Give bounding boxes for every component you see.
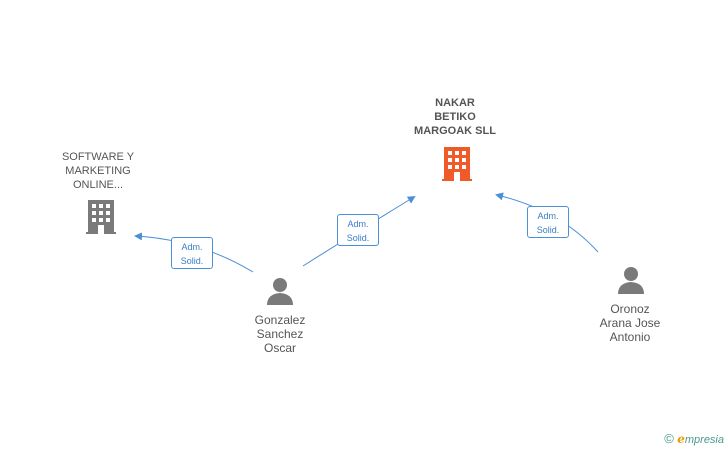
brand-logo: © empresia [664, 431, 724, 446]
company-label-nakar[interactable]: NAKAR BETIKO MARGOAK SLL [400, 96, 510, 138]
person-label-gonzalez[interactable]: Gonzalez Sanchez Oscar [230, 313, 330, 355]
person-icon[interactable] [618, 267, 644, 294]
label-line: Antonio [609, 330, 651, 344]
label-line: ONLINE... [72, 179, 124, 191]
label-line: Oronoz [610, 302, 650, 316]
relation-line: Adm. [537, 211, 559, 221]
label-line: MARKETING [65, 165, 131, 177]
company-label-software[interactable]: SOFTWARE Y MARKETING ONLINE... [48, 150, 148, 192]
relation-line: Solid. [346, 233, 370, 243]
copyright-icon: © [664, 431, 674, 446]
label-line: NAKAR [435, 97, 475, 109]
relation-badge[interactable]: Adm. Solid. [337, 214, 379, 246]
relation-line: Adm. [181, 242, 203, 252]
label-line: Oscar [263, 341, 296, 355]
relation-line: Solid. [536, 225, 560, 235]
label-line: Arana Jose [599, 316, 661, 330]
brand-e: e [677, 432, 685, 446]
main-building-icon[interactable] [442, 147, 472, 181]
label-line: SOFTWARE Y [61, 151, 135, 163]
brand-name: mpresia [684, 434, 724, 446]
person-label-oronoz[interactable]: Oronoz Arana Jose Antonio [580, 302, 680, 344]
label-line: Sanchez [256, 327, 304, 341]
label-line: BETIKO [434, 111, 476, 123]
building-icon[interactable] [86, 200, 116, 234]
relation-badge[interactable]: Adm. Solid. [171, 237, 213, 269]
relation-badge[interactable]: Adm. Solid. [527, 206, 569, 238]
relation-line: Solid. [180, 256, 204, 266]
label-line: Gonzalez [254, 313, 306, 327]
label-line: MARGOAK SLL [414, 125, 496, 137]
relation-line: Adm. [347, 219, 369, 229]
person-icon[interactable] [267, 278, 293, 305]
